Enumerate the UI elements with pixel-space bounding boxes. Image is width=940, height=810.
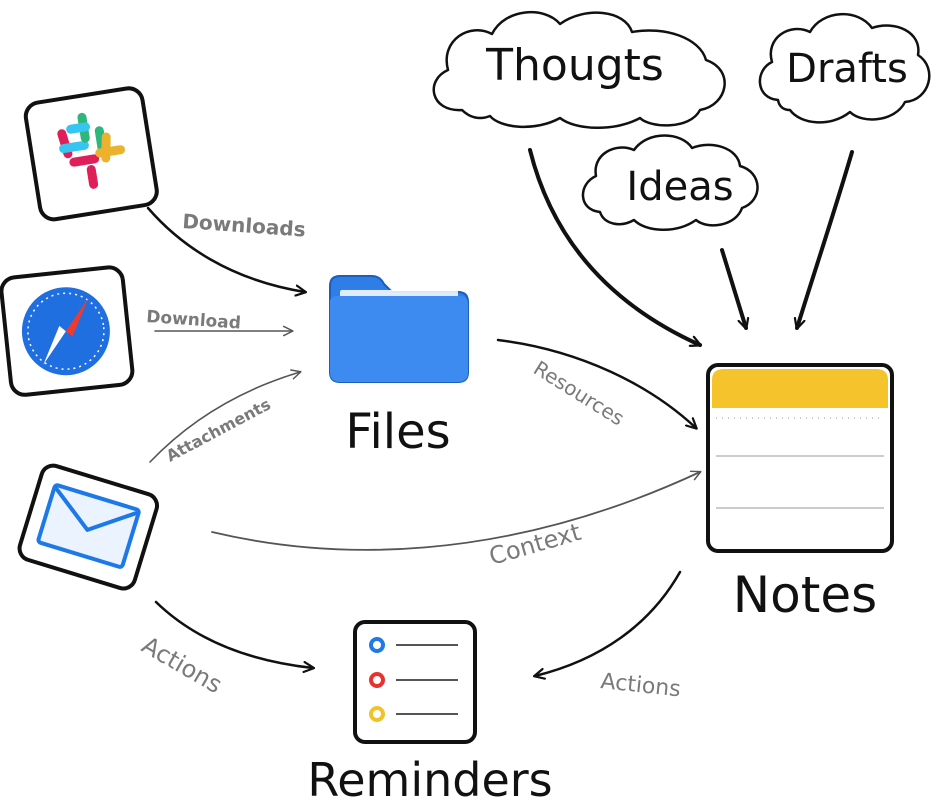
edge-label-downloads: Downloads	[182, 209, 307, 242]
files-label: Files	[345, 404, 450, 460]
files-folder-icon	[329, 275, 469, 383]
arrow-notes-to-reminders	[535, 570, 682, 676]
slack-icon	[23, 86, 159, 222]
cloud-ideas-label: Ideas	[626, 164, 733, 210]
arrow-drafts-to-notes	[797, 150, 854, 328]
cloud-drafts: Drafts	[758, 13, 931, 124]
edge-label-context: Context	[486, 518, 584, 571]
arrow-files-to-notes	[496, 338, 696, 428]
arrow-mail-to-reminders	[154, 600, 313, 668]
arrow-mail-to-files	[149, 369, 302, 463]
safari-icon	[0, 265, 135, 397]
arrow-thoughts-to-notes	[528, 148, 700, 347]
cloud-thoughts-label: Thougts	[485, 40, 664, 91]
reminders-icon	[353, 620, 477, 744]
cloud-ideas: Ideas	[581, 134, 759, 231]
edge-label-download: Download	[146, 307, 242, 334]
arrow-slack-to-files	[146, 206, 305, 292]
arrow-mail-to-notes	[211, 470, 702, 551]
reminders-label: Reminders	[307, 753, 552, 807]
arrow-ideas-to-notes	[720, 248, 746, 328]
notes-label: Notes	[733, 566, 877, 624]
cloud-drafts-label: Drafts	[786, 46, 908, 92]
cloud-thoughts: Thougts	[432, 11, 726, 129]
notes-icon	[706, 363, 894, 553]
edge-label-resources: Resources	[529, 356, 628, 430]
edge-label-actions-notes: Actions	[599, 669, 682, 702]
mail-icon	[17, 463, 160, 591]
edge-label-attachments: Attachments	[163, 395, 274, 466]
